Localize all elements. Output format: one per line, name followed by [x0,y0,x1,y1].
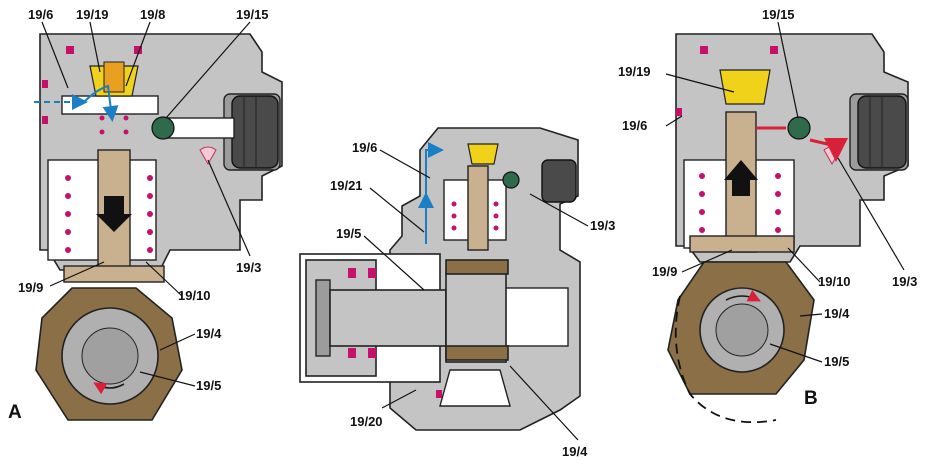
panel-b: B [667,33,909,424]
plunger-center [467,165,489,251]
seal-rings-center [348,268,442,398]
pump-housing-b [675,33,909,263]
label-19-10-a: 19/10 [178,288,211,303]
panel-center [299,127,581,431]
label-19-3-a: 19/3 [236,260,261,275]
pump-housing-a [39,33,283,271]
arrow-up-icon [724,160,758,196]
label-19-8-a: 19/8 [140,7,165,22]
panel-label-b: B [804,388,818,409]
label-19-6-b: 19/6 [622,118,647,133]
label-19-6-center: 19/6 [352,140,377,155]
outlet-ball-valve-b [787,116,811,140]
label-19-19-b: 19/19 [618,64,651,79]
inlet-valve-center [467,143,499,165]
label-19-6-a: 19/6 [28,7,53,22]
label-19-21-center: 19/21 [330,178,363,193]
label-19-19-a: 19/19 [76,7,109,22]
seal-rings-b [676,46,778,116]
label-19-10-b: 19/10 [818,274,851,289]
part-labels: 19/6 19/19 19/8 19/15 19/3 19/9 19/10 19… [18,7,917,459]
label-19-9-a: 19/9 [18,280,43,295]
label-19-3-center: 19/3 [590,218,615,233]
label-19-9-b: 19/9 [652,264,677,279]
inlet-valve-19-19-b [719,69,771,105]
outlet-ball-valve-center [502,171,520,189]
label-19-5-b: 19/5 [824,354,849,369]
label-19-5-a: 19/5 [196,378,221,393]
delivery-flow-arrow-b [756,126,836,156]
panel-a: A [8,33,283,423]
leader-lines [41,21,905,441]
pump-housing-center [299,127,581,431]
plunger-spring-a [65,115,153,253]
seal-rings-a [42,46,142,124]
label-19-5-center: 19/5 [336,226,361,241]
label-19-4-b: 19/4 [824,306,850,321]
label-19-4-a: 19/4 [196,326,222,341]
label-19-20-center: 19/20 [350,414,383,429]
label-19-3-b: 19/3 [892,274,917,289]
outlet-ball-valve-a [151,116,175,140]
plunger-spring-center [451,201,499,231]
label-19-15-b: 19/15 [762,7,795,22]
label-19-15-a: 19/15 [236,7,269,22]
label-19-4-center: 19/4 [562,444,588,459]
arrow-down-icon [96,196,132,232]
panel-label-a: A [8,402,22,423]
intake-flow-arrow-center [425,142,444,244]
